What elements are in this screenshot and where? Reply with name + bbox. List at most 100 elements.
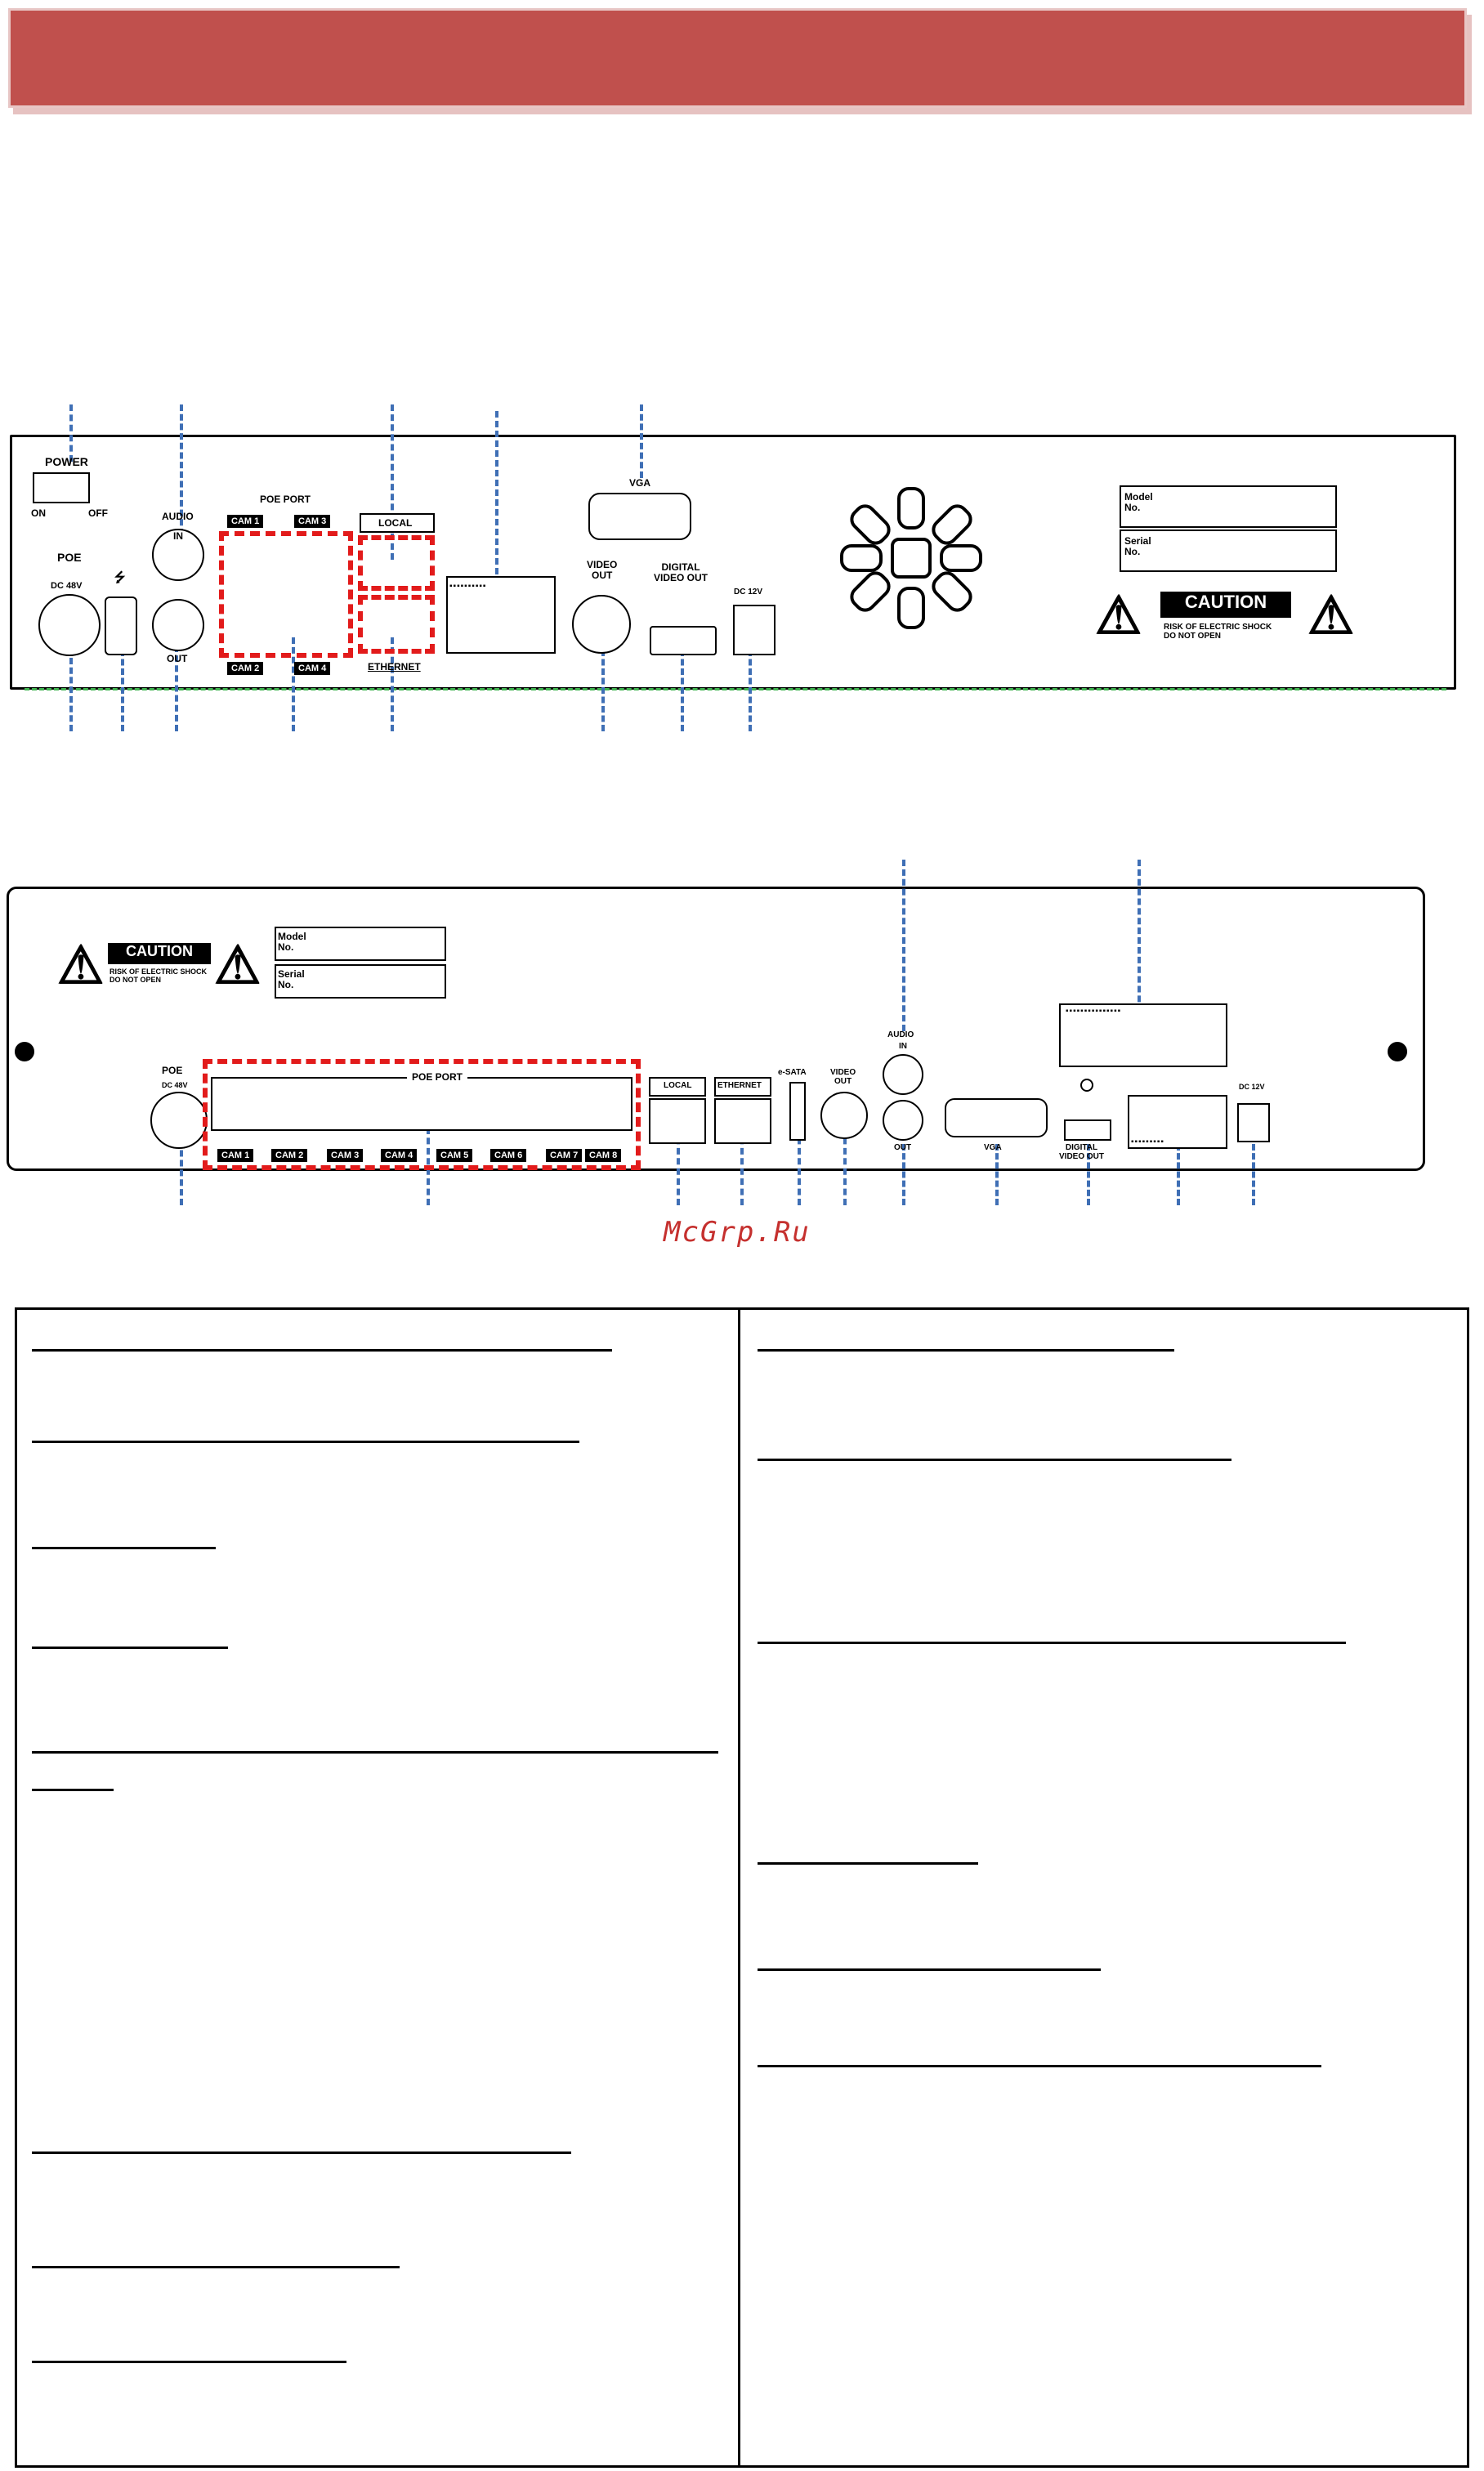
poe-dc48-label-8: DC 48V (162, 1081, 188, 1089)
poe-label-8: POE (162, 1065, 183, 1076)
blank-line-l5b (32, 1789, 114, 1791)
pointer-local (391, 404, 394, 560)
blank-line-l7 (32, 2266, 400, 2268)
power-off-label: OFF (88, 507, 108, 519)
blank-line-l3 (32, 1547, 216, 1549)
fan-vent (825, 472, 997, 644)
caution-title-8: CAUTION (108, 943, 211, 964)
model-label-8: Model No. (278, 931, 306, 953)
watermark: McGrp.Ru (664, 1216, 811, 1249)
terminal-pins-top-8: ▪▪▪▪▪▪▪▪▪▪▪▪▪▪▪ (1066, 1007, 1122, 1016)
cam-2-label-8: CAM 2 (271, 1149, 308, 1162)
pointer-audio-out (175, 646, 178, 731)
hdmi-port-8 (1064, 1119, 1111, 1141)
mount-hole-right (1388, 1042, 1407, 1061)
pointer-usb (121, 650, 124, 731)
vga-port-8 (945, 1098, 1048, 1137)
model-box (1120, 485, 1337, 528)
pointer-terminal (495, 411, 498, 623)
video-out-label-8: VIDEO OUT (830, 1068, 856, 1086)
cam-4-label: CAM 4 (294, 662, 331, 675)
poe-label: POE (57, 551, 82, 564)
pointer-dc12 (749, 650, 752, 731)
poe-dc48-label: DC 48V (51, 581, 83, 591)
hdmi-port (650, 626, 717, 655)
pointer-vga (640, 404, 643, 478)
audio-in-jack-8 (883, 1054, 923, 1095)
poe-port-label: POE PORT (260, 494, 311, 505)
cam-8-label-8: CAM 8 (585, 1149, 622, 1162)
blank-line-l8 (32, 2361, 346, 2363)
cam-4-label-8: CAM 4 (381, 1149, 418, 1162)
cam-7-label-8: CAM 7 (546, 1149, 583, 1162)
vga-label: VGA (629, 477, 651, 489)
digital-video-out-label-8: DIGITAL VIDEO OUT (1059, 1143, 1105, 1161)
local-label-8: LOCAL (664, 1081, 692, 1090)
video-out-label: VIDEO OUT (587, 559, 618, 581)
pointer-poe-8 (180, 1111, 183, 1205)
power-label: POWER (45, 455, 88, 468)
caution-title: CAUTION (1160, 592, 1291, 618)
pointer-local-8 (677, 1128, 680, 1205)
cam-6-label-8: CAM 6 (490, 1149, 527, 1162)
terminal-block-bottom-8 (1128, 1095, 1227, 1149)
pointer-terminal-bottom-8 (1177, 1144, 1180, 1205)
poe-port-label-8: POE PORT (407, 1072, 468, 1083)
usb-icon: ⭍ (114, 571, 126, 585)
power-on-label: ON (31, 507, 46, 519)
poe-port-block-8 (211, 1077, 632, 1131)
shock-warning-icon: ⚠ (1095, 586, 1142, 645)
pointer-digital-video-out (681, 650, 684, 731)
pointer-digital-video-out-8 (1087, 1144, 1090, 1205)
terminal-pins-bottom-8: ▪▪▪▪▪▪▪▪▪ (1131, 1137, 1164, 1146)
blank-line-l1 (32, 1349, 612, 1352)
table-divider (738, 1310, 740, 2465)
ethernet-port-8 (714, 1098, 771, 1144)
ethernet-label-box-8 (714, 1077, 771, 1097)
vga-label-8: VGA (984, 1143, 1002, 1152)
pointer-esata-8 (798, 1128, 801, 1205)
dc12-label-8: DC 12V (1239, 1083, 1265, 1091)
dc12-jack-8 (1237, 1103, 1270, 1142)
serial-label-8: Serial No. (278, 968, 305, 990)
audio-out-jack (152, 599, 204, 651)
shock-warning-icon-8: ⚠ (57, 936, 105, 994)
poe-port-highlight-8 (203, 1059, 641, 1170)
poe-power-jack-8 (150, 1092, 208, 1149)
cam-3-label: CAM 3 (294, 515, 331, 528)
exclamation-warning-icon: ⚠ (1307, 586, 1355, 645)
power-switch (33, 472, 90, 503)
blank-line-l4 (32, 1647, 228, 1649)
audio-in-jack (152, 529, 204, 581)
cam-3-label-8: CAM 3 (327, 1149, 364, 1162)
pointer-audio-out-8 (902, 1144, 905, 1205)
usb-port (105, 597, 137, 655)
header-bar (8, 8, 1467, 108)
pointer-poe-port (292, 637, 295, 731)
terminal-block-top-8 (1059, 1003, 1227, 1067)
serial-box (1120, 530, 1337, 572)
terminal-pins: ▪▪▪▪▪▪▪▪▪▪ (449, 582, 487, 591)
pointer-vga-8 (995, 1144, 999, 1205)
pointer-ethernet (391, 637, 394, 731)
blank-line-r2 (758, 1459, 1231, 1461)
pointer-poe (69, 658, 73, 731)
blank-line-r6 (758, 2065, 1321, 2067)
cam-5-label-8: CAM 5 (436, 1149, 473, 1162)
ethernet-label: ETHERNET (368, 661, 421, 672)
cam-1-label-8: CAM 1 (217, 1149, 254, 1162)
blank-line-r4 (758, 1862, 978, 1865)
caution-text: RISK OF ELECTRIC SHOCK DO NOT OPEN (1164, 623, 1272, 641)
terminal-block (446, 576, 556, 654)
pointer-audio-in-8 (902, 860, 905, 1031)
blank-line-r1 (758, 1349, 1174, 1352)
description-table (15, 1307, 1469, 2468)
pointer-audio-in (180, 404, 183, 535)
local-label-box (360, 513, 435, 533)
model-label: Model No. (1124, 491, 1153, 513)
audio-label: AUDIO (162, 511, 194, 522)
serial-box-8 (275, 964, 446, 999)
panel-edge-line (25, 688, 1446, 690)
caution-text-8: RISK OF ELECTRIC SHOCK DO NOT OPEN (110, 967, 208, 984)
blank-line-l6 (32, 2152, 571, 2154)
